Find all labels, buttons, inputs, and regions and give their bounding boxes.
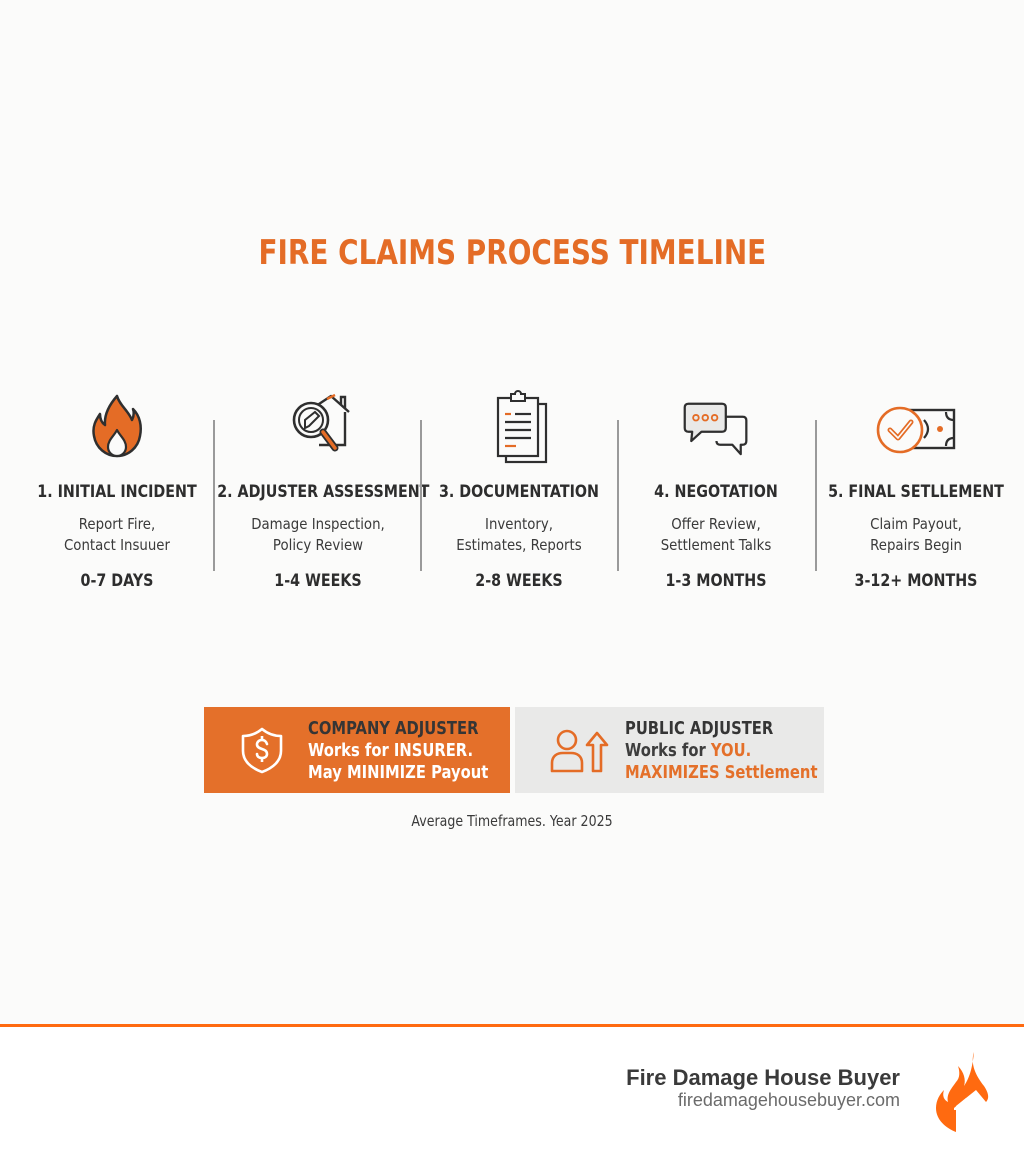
step-description: Report Fire, Contact Insuuer [14, 514, 220, 556]
step-description-line: Claim Payout, [870, 515, 962, 533]
step-duration: 0-7 DAYS [80, 571, 154, 591]
step-description-line: Offer Review, [671, 515, 761, 533]
company-adjuster-text: COMPANY ADJUSTER Works for INSURER. May … [308, 718, 488, 784]
company-adjuster-card: COMPANY ADJUSTER Works for INSURER. May … [204, 707, 510, 793]
brand-name: Fire Damage House Buyer [626, 1065, 900, 1090]
public-adjuster-title: PUBLIC ADJUSTER [625, 718, 774, 739]
step-duration: 1-4 WEEKS [274, 571, 362, 591]
step-title: 3. DOCUMENTATION [438, 482, 600, 502]
page-title: FIRE CLAIMS PROCESS TIMELINE [258, 233, 767, 273]
step-description-line: Policy Review [272, 536, 364, 554]
check-money-icon [874, 390, 958, 465]
public-adjuster-highlight: YOU. [710, 740, 752, 761]
step-divider [213, 420, 215, 571]
company-adjuster-line: May MINIMIZE Payout [308, 762, 489, 783]
timeframe-caption: Average Timeframes. Year 2025 [411, 812, 613, 830]
step-divider [617, 420, 619, 571]
step-title: 2. ADJUSTER ASSESSMENT [217, 482, 430, 502]
timeline-steps: 1. INITIAL INCIDENT Report Fire, Contact… [0, 390, 1024, 610]
public-adjuster-line: MAXIMIZES Settlement [625, 762, 818, 784]
step-duration: 3-12+ MONTHS [854, 571, 978, 591]
step-title: 5. FINAL SETLLEMENT [828, 482, 1004, 502]
step-duration: 1-3 MONTHS [665, 571, 767, 591]
company-adjuster-title: COMPANY ADJUSTER [308, 718, 479, 739]
step-description-line: Inventory, [485, 515, 553, 533]
clipboard-icon [484, 390, 554, 465]
shield-dollar-icon [237, 725, 287, 775]
step-description-line: Contact Insuuer [63, 536, 170, 554]
brand-url-link[interactable]: firedamagehousebuyer.com [677, 1090, 900, 1110]
company-adjuster-line: Works for INSURER. [308, 740, 474, 761]
step-duration: 2-8 WEEKS [475, 571, 563, 591]
step-description-line: Estimates, Reports [456, 536, 582, 554]
public-adjuster-line-prefix: Works for [625, 740, 711, 761]
footer [0, 1027, 1024, 1154]
step-description: Damage Inspection, Policy Review [215, 514, 421, 556]
step-description-line: Settlement Talks [660, 536, 772, 554]
chat-bubbles-icon [681, 390, 751, 465]
step-title: 1. INITIAL INCIDENT [37, 482, 197, 502]
footer-divider [0, 1024, 1024, 1027]
public-adjuster-text: PUBLIC ADJUSTER Works for YOU. MAXIMIZES… [625, 718, 818, 784]
public-adjuster-line: Works for YOU. [625, 740, 805, 762]
step-description: Inventory, Estimates, Reports [416, 514, 622, 556]
step-description: Offer Review, Settlement Talks [613, 514, 819, 556]
step-divider [815, 420, 817, 571]
flame-house-logo-icon [930, 1050, 992, 1135]
public-adjuster-card: PUBLIC ADJUSTER Works for YOU. MAXIMIZES… [515, 707, 824, 793]
step-title: 4. NEGOTATION [654, 482, 778, 502]
step-description-line: Damage Inspection, [251, 515, 385, 533]
fire-icon [82, 390, 152, 465]
public-adjuster-line-suffix: Settlement [719, 762, 818, 783]
step-description: Claim Payout, Repairs Begin [813, 514, 1019, 556]
public-adjuster-highlight: MAXIMIZES [625, 762, 720, 783]
step-description-line: Report Fire, [78, 515, 156, 533]
person-arrow-up-icon [549, 725, 611, 775]
step-divider [420, 420, 422, 571]
house-magnifier-icon [283, 390, 353, 465]
step-description-line: Repairs Begin [870, 536, 962, 554]
